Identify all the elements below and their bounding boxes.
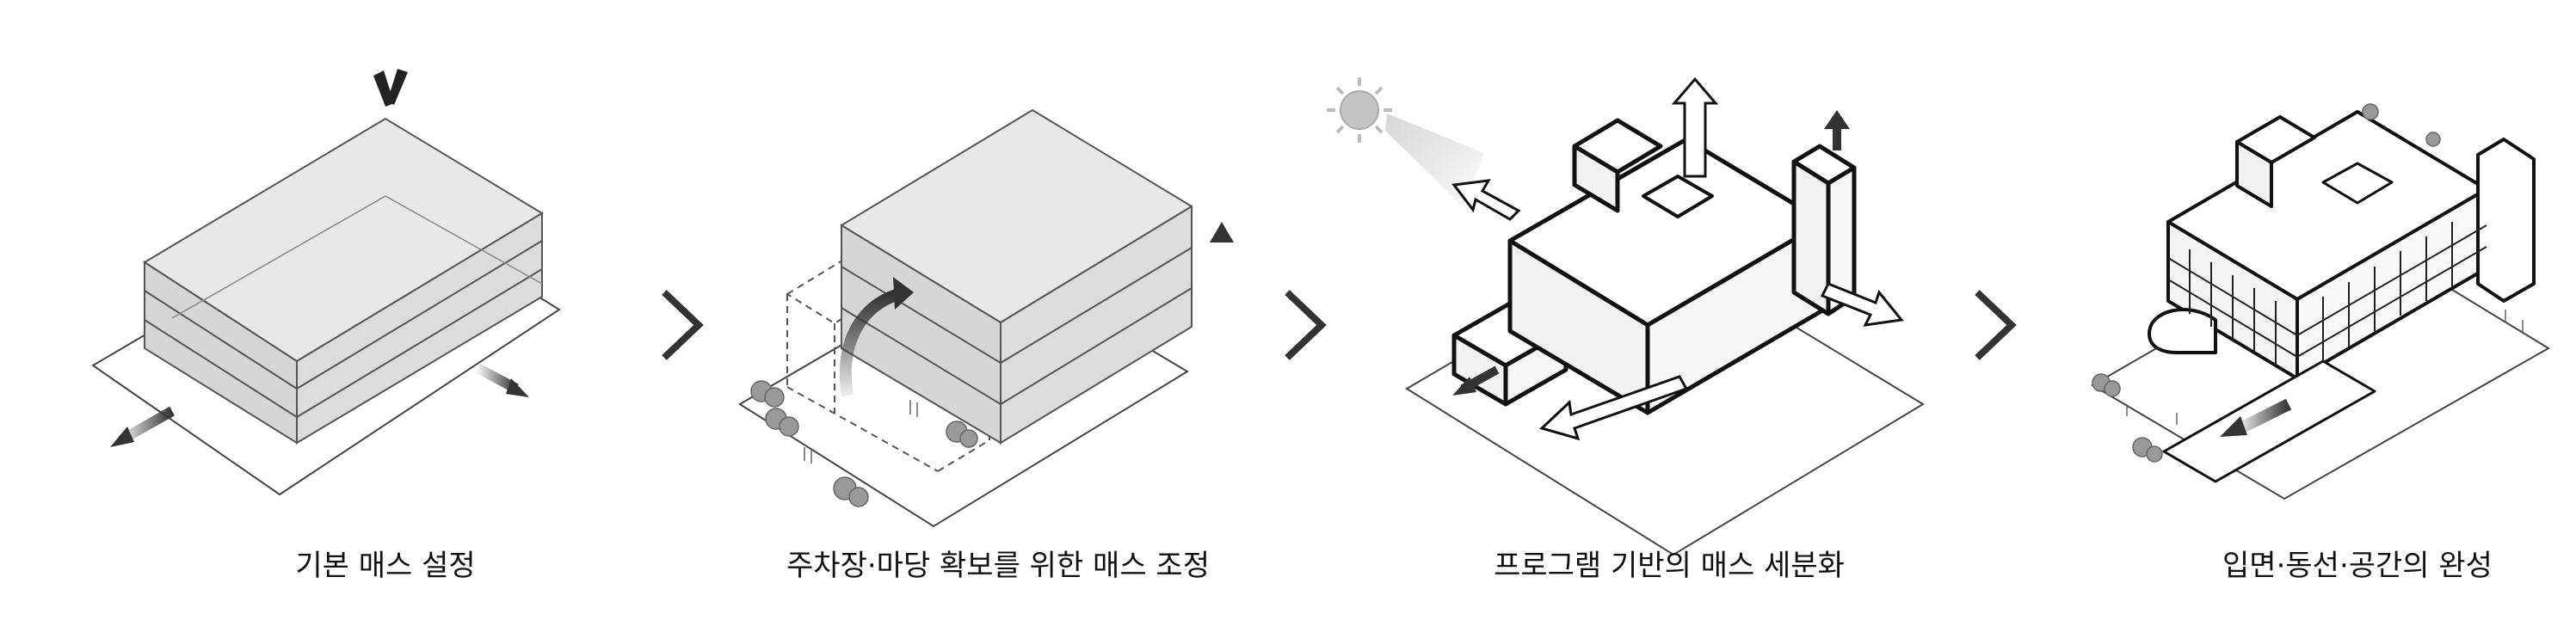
step-1-basic-mass <box>91 69 561 496</box>
building-outline <box>2148 110 2536 483</box>
step-2-caption: 주차장·마당 확보를 위한 매스 조정 <box>786 549 1210 583</box>
arrow-icon <box>1452 110 1850 396</box>
step-4-completion <box>2091 103 2550 500</box>
chevron-right-icon <box>662 290 704 360</box>
chevron-right-icon <box>1975 290 2017 360</box>
tree-icon <box>750 380 978 507</box>
tree-icon <box>2092 103 2524 463</box>
step-4-caption: 입면·동선·공간의 완성 <box>2222 549 2493 583</box>
arrow-icon <box>110 406 175 447</box>
mass-block <box>143 117 544 445</box>
step-3-caption: 프로그램 기반의 매스 세분화 <box>1494 549 1845 583</box>
arrow-icon <box>2220 398 2292 437</box>
arrow-icon <box>1451 77 1904 441</box>
step-1-caption: 기본 매스 설정 <box>295 549 476 583</box>
step-2-mass-adjustment <box>738 108 1234 528</box>
step-3-program-subdivision <box>1327 77 1925 556</box>
arrow-icon <box>475 363 529 397</box>
mass-block <box>840 108 1193 445</box>
chevron-right-icon <box>1285 290 1327 360</box>
arrow-icon <box>1210 222 1234 267</box>
wind-icon <box>373 69 408 107</box>
facade-grid <box>2167 222 2487 365</box>
arrow-icon <box>839 277 914 397</box>
mass-block <box>1451 118 1857 415</box>
